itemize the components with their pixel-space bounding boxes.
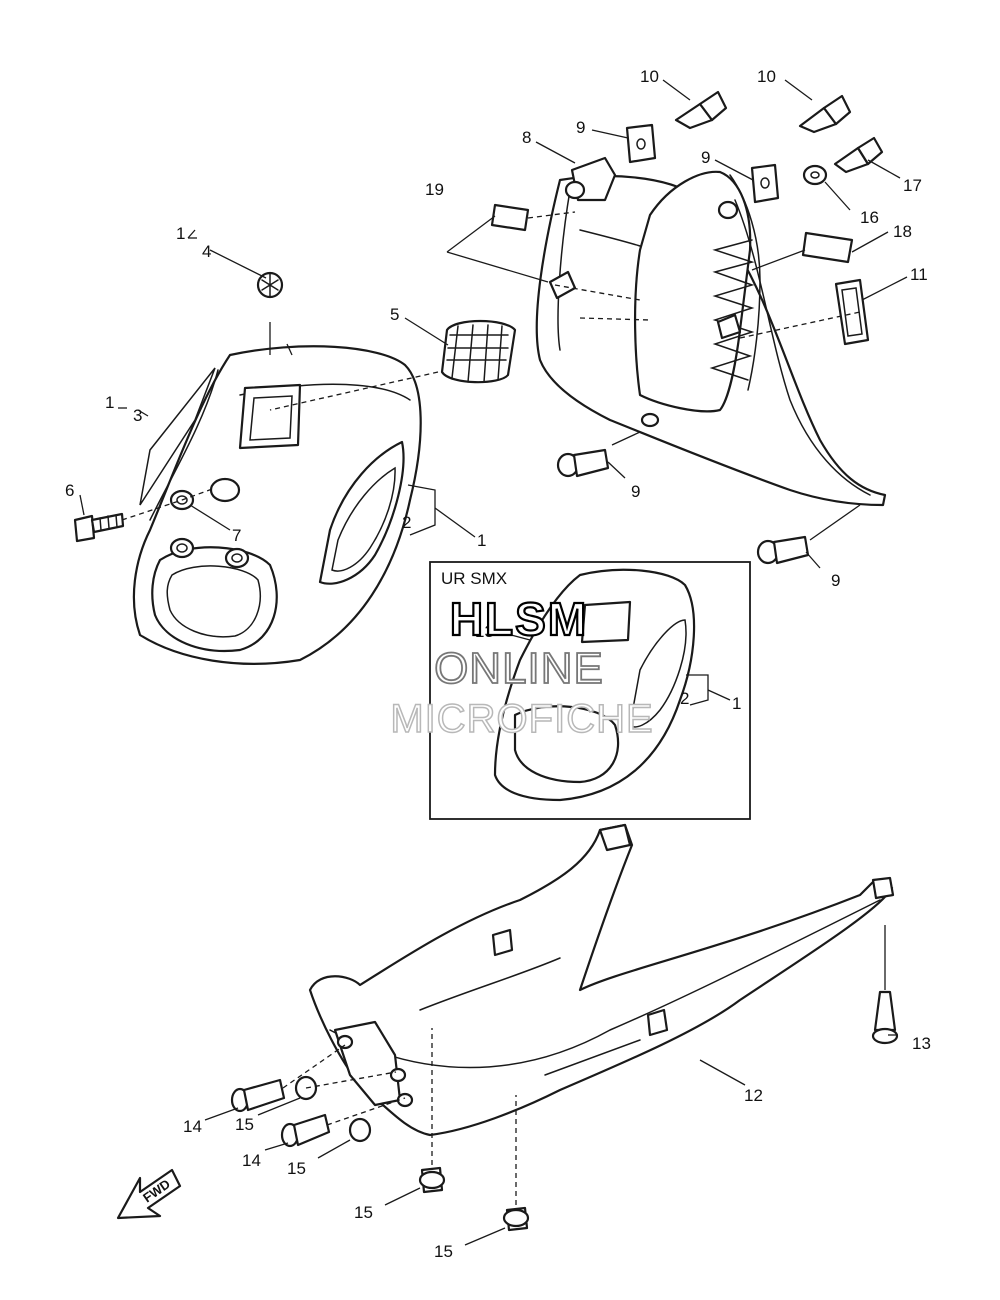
callout-9-c: 9	[631, 482, 640, 501]
callout-1: 1	[477, 531, 486, 550]
callout-5: 5	[390, 305, 399, 324]
screw-13	[871, 990, 899, 1045]
air-grille	[440, 320, 517, 384]
washer-16	[802, 164, 828, 186]
callout-2: 2	[402, 513, 411, 532]
screw-10-a	[674, 90, 728, 130]
mount-grommet	[717, 200, 739, 220]
seal-strip	[734, 199, 871, 496]
screw-9-a	[556, 448, 610, 478]
callout-1-kit-4: 1	[176, 224, 185, 243]
watermark-line-2: ONLINE	[434, 644, 604, 693]
callout-4: 4	[202, 242, 211, 261]
callout-9-d: 9	[831, 571, 840, 590]
plate-nut-b	[750, 163, 780, 204]
inset-variant-box	[429, 561, 751, 820]
screw-9-b	[756, 535, 810, 565]
callout-15-c: 15	[354, 1203, 373, 1222]
callout-14-a: 14	[183, 1117, 202, 1136]
callout-9-a: 9	[576, 118, 585, 137]
callout-17: 17	[903, 176, 922, 195]
callout-9-b: 9	[701, 148, 710, 167]
inset-callout-13: 13	[475, 622, 494, 641]
watermark: HLSM ONLINE MICROFICHE	[390, 592, 654, 742]
seal-pad-11	[834, 278, 870, 346]
callout-10-a: 10	[640, 67, 659, 86]
callout-14-b: 14	[242, 1151, 261, 1170]
leader-lines	[79, 79, 908, 1246]
inset-callout-2: 2	[680, 689, 689, 708]
callout-10-b: 10	[757, 67, 776, 86]
side-cover	[633, 170, 761, 413]
mount-pin-2	[716, 313, 742, 340]
callout-11: 11	[910, 265, 928, 284]
callout-1-kit-3: 1	[105, 393, 114, 412]
inset-callout-1: 1	[732, 694, 741, 713]
forward-arrow-icon: FWD	[116, 1168, 182, 1220]
callout-numbers: 1 2 1 3 1 4 5 6 7 8 9 9 9 9 10 10 11 12 …	[65, 67, 931, 1261]
plate-nut-a	[625, 123, 657, 164]
watermark-line-3: MICROFICHE	[390, 697, 653, 741]
mounting-clip-8	[564, 156, 617, 202]
callout-12: 12	[744, 1086, 763, 1105]
callout-15-a: 15	[235, 1115, 254, 1134]
screw-10-b	[798, 94, 852, 134]
callout-3: 3	[133, 406, 142, 425]
callout-13: 13	[912, 1034, 931, 1053]
callout-15-d: 15	[434, 1242, 453, 1261]
caution-label-19	[490, 203, 530, 232]
bolt-6	[73, 512, 125, 543]
callout-7: 7	[232, 526, 241, 545]
watermark-line-1: HLSM	[450, 593, 588, 645]
callout-18: 18	[893, 222, 912, 241]
grommet-15-d	[502, 1206, 530, 1232]
emblem-badge	[256, 271, 284, 299]
callout-15-b: 15	[287, 1159, 306, 1178]
callout-8: 8	[522, 128, 531, 147]
screw-14-a	[230, 1078, 286, 1113]
grommet-15-b	[348, 1117, 372, 1143]
screw-17	[833, 136, 884, 174]
front-cover	[132, 345, 422, 665]
caution-label-18	[801, 231, 854, 264]
screw-14-b	[280, 1113, 331, 1148]
inset-title: UR SMX	[441, 569, 507, 588]
callout-19: 19	[425, 180, 444, 199]
grommet-15-c	[418, 1166, 446, 1194]
callout-16: 16	[860, 208, 879, 227]
floor-panel	[308, 823, 895, 1137]
callout-6: 6	[65, 481, 74, 500]
